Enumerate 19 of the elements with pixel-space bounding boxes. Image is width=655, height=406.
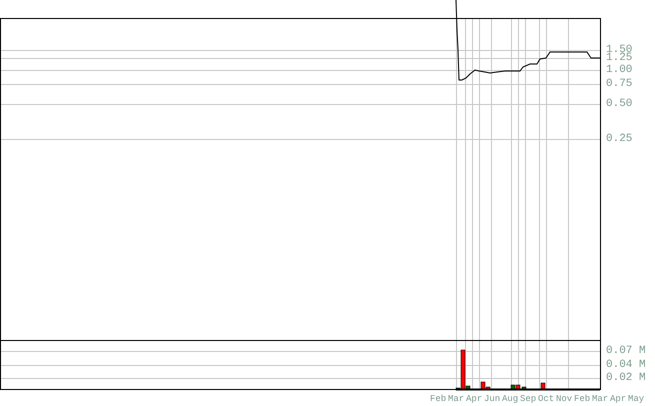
volume-tick-label: 0.02 M <box>606 372 646 384</box>
month-label: Sep <box>520 393 536 405</box>
month-label: Mar <box>448 393 464 405</box>
month-label: Apr <box>610 393 626 405</box>
price-tick-label: 0.25 <box>606 133 632 145</box>
month-label: Aug <box>502 393 518 405</box>
month-label: Mar <box>592 393 608 405</box>
month-label: Oct <box>538 393 554 405</box>
volume-tick-label: 0.07 M <box>606 345 646 357</box>
month-label: Feb <box>430 393 446 405</box>
month-label: May <box>628 393 644 405</box>
price-tick-label: 1.00 <box>606 64 632 76</box>
price-tick-label: 0.75 <box>606 78 632 90</box>
month-label: Feb <box>574 393 590 405</box>
volume-tick-label: 0.04 M <box>606 359 646 371</box>
month-label: Apr <box>466 393 482 405</box>
month-label: Nov <box>556 393 572 405</box>
price-tick-label: 0.50 <box>606 98 632 110</box>
month-label: Jun <box>484 393 500 405</box>
